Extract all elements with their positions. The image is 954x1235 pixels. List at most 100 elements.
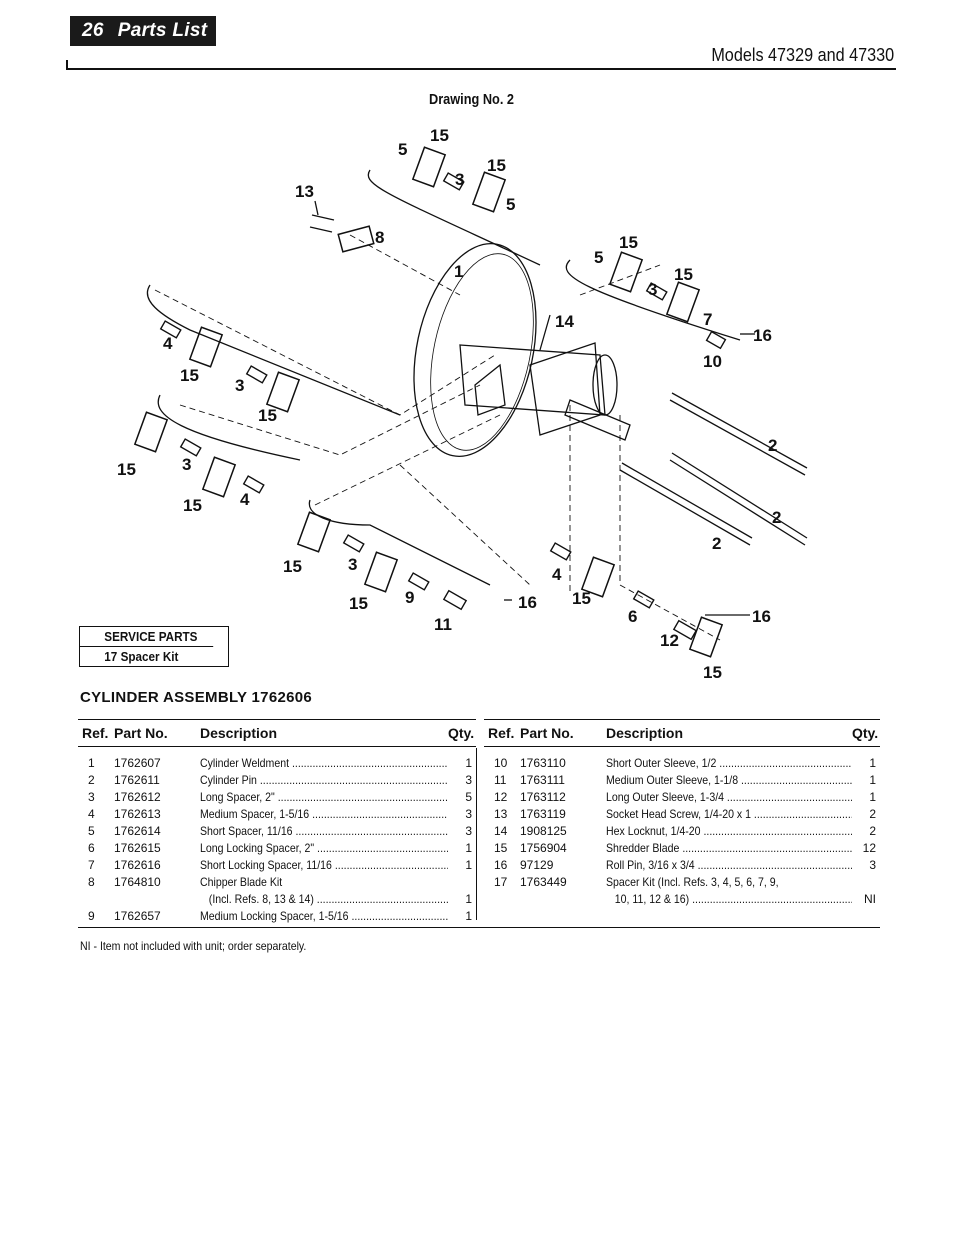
callout: 9 <box>405 588 414 607</box>
header-part: Part No. <box>520 725 574 741</box>
row-ref: 1 <box>88 756 95 770</box>
callout: 2 <box>712 534 721 553</box>
row-desc: Short Outer Sleeve, 1/2 <box>606 755 852 772</box>
blade <box>580 556 616 598</box>
row-qty: NI <box>864 892 876 906</box>
row-ref: 8 <box>88 875 95 889</box>
header-qty: Qty. <box>448 725 475 741</box>
footnote: NI - Item not included with unit; order … <box>80 939 307 953</box>
callout: 15 <box>619 233 638 252</box>
row-ref: 12 <box>494 790 508 804</box>
table-row: (Incl. Refs. 8, 13 & 14) 1 <box>78 891 476 908</box>
row-ref: 10 <box>494 756 508 770</box>
models-title: Models 47329 and 47330 <box>711 45 894 65</box>
row-part: 1764810 <box>114 875 161 889</box>
row-desc: Spacer Kit (Incl. Refs. 3, 4, 5, 6, 7, 9… <box>606 875 779 889</box>
row-part: 1762657 <box>114 909 161 923</box>
row-desc: Short Spacer, 11/16 <box>200 823 448 840</box>
row-ref: 2 <box>88 773 95 787</box>
page-number: 26 <box>82 20 104 41</box>
table-row: 10, 11, 12 & 16)NI <box>484 891 880 908</box>
row-ref: 17 <box>494 875 508 889</box>
row-part: 1763449 <box>520 875 567 889</box>
callout: 15 <box>180 366 199 385</box>
callout: 15 <box>117 460 136 479</box>
callout: 6 <box>628 607 637 626</box>
row-part <box>114 891 200 908</box>
row-desc: Cylinder Pin <box>200 772 448 789</box>
callout: 5 <box>506 195 515 214</box>
row-part: 1756904 <box>520 841 567 855</box>
callout: 11 <box>434 615 452 634</box>
row-qty: 1 <box>465 841 472 855</box>
header-ref: Ref. <box>488 725 515 741</box>
row-qty: 1 <box>465 858 472 872</box>
row-qty: 1 <box>869 773 876 787</box>
callout: 15 <box>430 126 449 145</box>
header-desc: Description <box>606 725 684 741</box>
row-desc: (Incl. Refs. 8, 13 & 14) <box>200 891 448 908</box>
table-bottom-rule <box>78 927 880 928</box>
row-desc: Hex Locknut, 1/4-20 <box>606 823 852 840</box>
callout: 15 <box>349 594 368 613</box>
blade <box>363 551 399 593</box>
header-rule <box>66 68 896 70</box>
row-desc: Long Spacer, 2" <box>200 789 448 806</box>
row-part: 1762613 <box>114 807 161 821</box>
row-part: 1762614 <box>114 824 161 838</box>
callout: 10 <box>703 352 722 371</box>
table-row: 17 1763449 Spacer Kit (Incl. Refs. 3, 4, 5… <box>484 874 880 891</box>
row-ref: 4 <box>88 807 95 821</box>
row-qty: 5 <box>465 790 472 804</box>
table-header: Ref. Part No. Description Qty. <box>78 720 476 747</box>
chipper-blade <box>337 225 375 253</box>
row-part: 1762607 <box>114 756 161 770</box>
header-part: Part No. <box>114 725 168 741</box>
row-qty: 1 <box>465 756 472 770</box>
row-ref <box>78 891 114 908</box>
header-tick <box>66 60 68 70</box>
service-parts-box: SERVICE PARTS 17 Spacer Kit <box>79 626 229 667</box>
row-ref: 7 <box>88 858 95 872</box>
callout: 15 <box>703 663 722 682</box>
row-qty: 1 <box>465 892 472 906</box>
row-part: 97129 <box>520 858 554 872</box>
blade <box>688 616 724 658</box>
row-qty: 3 <box>465 824 472 838</box>
callout: 3 <box>455 170 464 189</box>
callout: 4 <box>240 490 250 509</box>
callout: 15 <box>283 557 302 576</box>
callout: 15 <box>674 265 693 284</box>
blade <box>133 411 169 453</box>
row-part: 1762615 <box>114 841 161 855</box>
right-flange <box>529 342 601 436</box>
row-desc: Shredder Blade <box>606 840 852 857</box>
row-qty: 3 <box>465 773 472 787</box>
row-desc: Medium Locking Spacer, 1-5/16 <box>200 908 448 925</box>
row-desc: Short Locking Spacer, 11/16 <box>200 857 448 874</box>
row-part: 1762611 <box>114 773 160 787</box>
row-ref <box>484 891 520 908</box>
row-part: 1763111 <box>520 773 565 787</box>
blade <box>265 371 301 413</box>
pin-2a <box>669 399 806 476</box>
row-part: 1763112 <box>520 790 566 804</box>
row-ref: 6 <box>88 841 95 855</box>
row-qty: 3 <box>465 807 472 821</box>
callout: 5 <box>398 140 407 159</box>
callout: 3 <box>348 555 357 574</box>
row-desc: Medium Outer Sleeve, 1-1/8 <box>606 772 852 789</box>
